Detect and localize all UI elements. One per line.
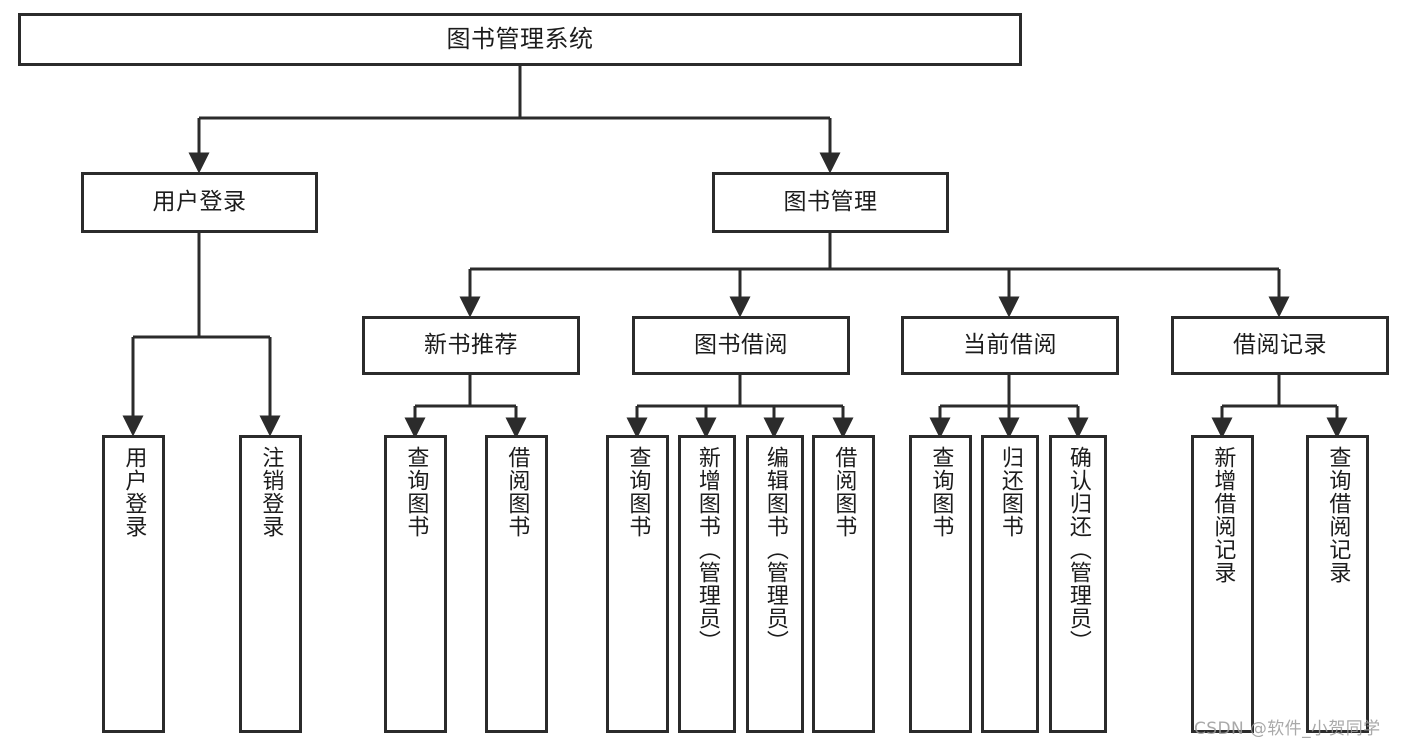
leaf-add-book-admin[interactable]: 新增图书（管理员） (678, 435, 736, 733)
leaf-query-book-current[interactable]: 查询图书 (909, 435, 972, 733)
node-borrow-record[interactable]: 借阅记录 (1171, 316, 1389, 375)
node-label: 当前借阅 (963, 331, 1057, 358)
leaf-query-book-recommend[interactable]: 查询图书 (384, 435, 447, 733)
node-label: 新书推荐 (424, 331, 518, 358)
leaf-edit-book-admin[interactable]: 编辑图书（管理员） (746, 435, 804, 733)
node-book-management[interactable]: 图书管理 (712, 172, 949, 233)
node-label: 查询图书 (625, 446, 651, 538)
node-label: 借阅图书 (504, 446, 530, 538)
node-label: 新增借阅记录 (1210, 446, 1236, 584)
node-label: 归还图书 (997, 446, 1023, 538)
leaf-user-login[interactable]: 用户登录 (102, 435, 165, 733)
node-label: 用户登录 (152, 188, 247, 215)
leaf-query-borrow-record[interactable]: 查询借阅记录 (1306, 435, 1369, 733)
node-root-system[interactable]: 图书管理系统 (18, 13, 1022, 66)
node-current-borrow[interactable]: 当前借阅 (901, 316, 1119, 375)
node-label: 图书借阅 (694, 331, 788, 358)
node-label: 用户登录 (121, 446, 147, 538)
csdn-watermark: CSDN @软件_小贺同学 (1194, 719, 1381, 739)
node-new-book-recommend[interactable]: 新书推荐 (362, 316, 580, 375)
node-label: 查询借阅记录 (1325, 446, 1351, 584)
leaf-query-book-borrow[interactable]: 查询图书 (606, 435, 669, 733)
node-label: 查询图书 (403, 446, 429, 538)
node-label: 查询图书 (928, 446, 954, 538)
leaf-return-book[interactable]: 归还图书 (981, 435, 1039, 733)
node-label: 借阅图书 (831, 446, 857, 538)
node-label: 编辑图书（管理员） (762, 446, 788, 653)
node-label: 新增图书（管理员） (694, 446, 720, 653)
node-book-borrow[interactable]: 图书借阅 (632, 316, 850, 375)
node-label: 图书管理 (783, 188, 878, 215)
node-user-login[interactable]: 用户登录 (81, 172, 318, 233)
leaf-confirm-return-admin[interactable]: 确认归还（管理员） (1049, 435, 1107, 733)
node-label: 借阅记录 (1233, 331, 1327, 358)
leaf-borrow-book[interactable]: 借阅图书 (812, 435, 875, 733)
leaf-add-borrow-record[interactable]: 新增借阅记录 (1191, 435, 1254, 733)
leaf-borrow-book-recommend[interactable]: 借阅图书 (485, 435, 548, 733)
node-label: 注销登录 (258, 446, 284, 538)
leaf-logout-login[interactable]: 注销登录 (239, 435, 302, 733)
node-label: 图书管理系统 (446, 25, 594, 54)
node-label: 确认归还（管理员） (1065, 446, 1091, 653)
